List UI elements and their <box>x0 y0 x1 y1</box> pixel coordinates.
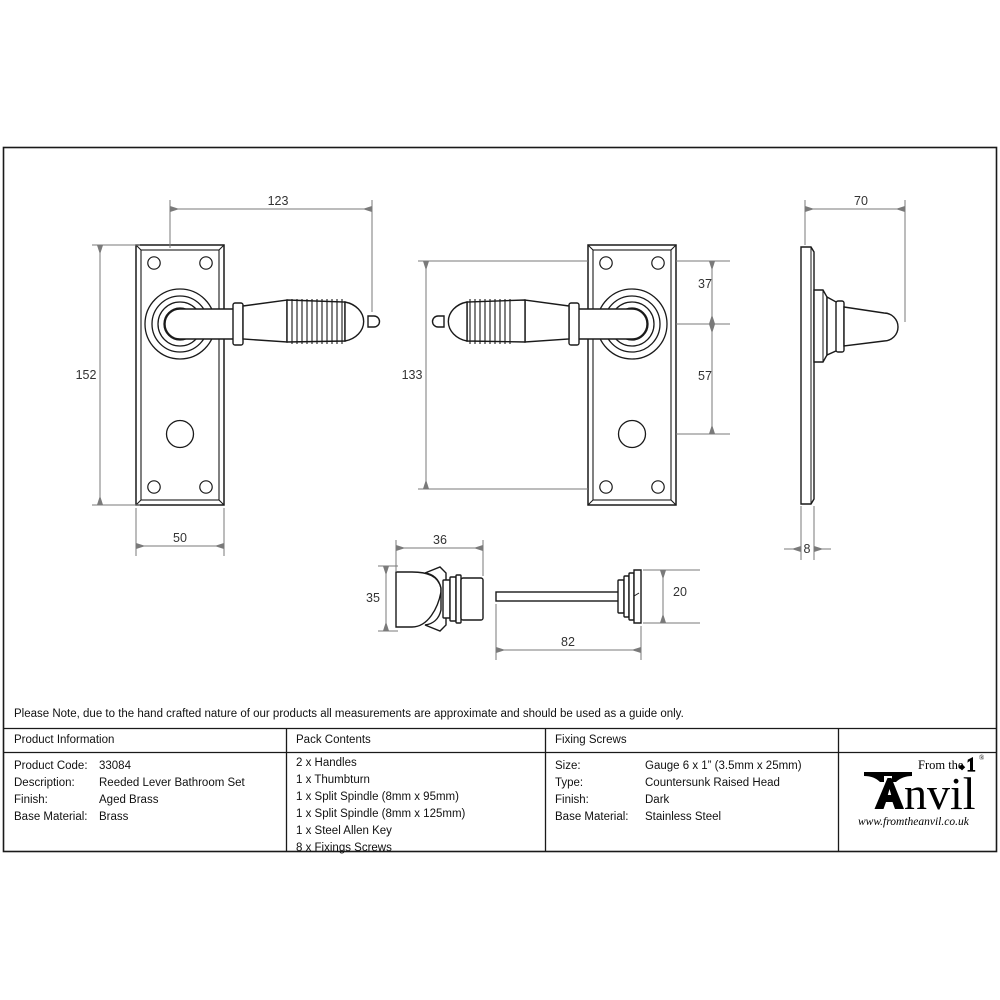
screw-base-material-value: Stainless Steel <box>645 811 722 823</box>
description-label: Description: <box>14 777 75 789</box>
pack-item: 1 x Split Spindle (8mm x 95mm) <box>296 791 459 803</box>
base-material-value: Brass <box>99 811 129 823</box>
release-hole <box>617 419 647 449</box>
finish-label: Finish: <box>14 794 48 806</box>
dimension-label-50: 50 <box>173 531 187 545</box>
dimension-plate-width <box>135 508 225 556</box>
logo-registered-mark: ® <box>979 754 985 762</box>
fixing-screws-header: Fixing Screws <box>555 734 627 746</box>
dimension-label-82: 82 <box>561 635 575 649</box>
product-code-label: Product Code: <box>14 760 88 772</box>
pack-item: 8 x Fixings Screws <box>296 842 392 854</box>
dimension-label-8: 8 <box>804 542 811 556</box>
dimension-backplate-height <box>418 260 588 490</box>
fixing-hole <box>599 256 665 494</box>
pack-contents-header: Pack Contents <box>296 734 371 746</box>
thumbturn-side-view <box>395 566 484 632</box>
pack-item: 1 x Thumbturn <box>296 774 370 786</box>
logo-from-the-text: From the <box>918 758 964 772</box>
screw-type-value: Countersunk Raised Head <box>645 777 780 789</box>
product-information-header: Product Information <box>14 734 115 746</box>
dimension-side-projection <box>804 200 906 322</box>
logo-anvil-text: nvil <box>904 768 976 819</box>
dimension-label-57: 57 <box>698 369 712 383</box>
pack-item: 2 x Handles <box>296 757 357 769</box>
dimension-thumbturn-height <box>378 565 398 632</box>
handle-side-view <box>800 246 899 505</box>
description-value: Reeded Lever Bathroom Set <box>99 777 245 789</box>
dimension-thumbturn-width <box>395 540 484 576</box>
screw-type-label: Type: <box>555 777 584 789</box>
dimension-label-35: 35 <box>366 591 380 605</box>
handle-front-view-left <box>135 244 381 506</box>
dimension-lever-projection <box>169 200 373 312</box>
dimension-label-152: 152 <box>76 368 97 382</box>
logo-artwork: From the ® nvil www.fromtheanvil.co.uk <box>858 754 985 828</box>
pack-item: 1 x Steel Allen Key <box>296 825 392 837</box>
screw-base-material-label: Base Material: <box>555 811 629 823</box>
handle-front-view-right <box>431 244 677 506</box>
lever-arm <box>431 299 648 346</box>
screw-finish-label: Finish: <box>555 794 589 806</box>
logo-diamond-icon <box>958 764 966 771</box>
dimension-label-123: 123 <box>268 194 289 208</box>
dimension-plate-height <box>92 244 140 506</box>
screw-finish-value: Dark <box>645 794 670 806</box>
dimension-label-133: 133 <box>402 368 423 382</box>
logo-url-text: www.fromtheanvil.co.uk <box>858 816 970 828</box>
screw-size-label: Size: <box>555 760 581 772</box>
sheet-frame <box>2 146 998 853</box>
screw-size-value: Gauge 6 x 1” (3.5mm x 25mm) <box>645 760 802 772</box>
info-table-grid <box>3 727 997 852</box>
from-the-anvil-logo: From the ® nvil www.fromtheanvil.co.uk <box>846 745 986 835</box>
dimension-label-70: 70 <box>854 194 868 208</box>
dimension-spindle-head-height <box>643 569 700 624</box>
dimension-spindle-length <box>495 604 642 660</box>
dimension-label-20: 20 <box>673 585 687 599</box>
dimension-plate-thickness <box>784 506 831 560</box>
finish-value: Aged Brass <box>99 794 159 806</box>
dimension-label-37: 37 <box>698 277 712 291</box>
measurement-note: Please Note, due to the hand crafted nat… <box>14 708 684 720</box>
dimension-lever-centre-to-release <box>676 324 730 435</box>
dimension-label-36: 36 <box>433 533 447 547</box>
anvil-icon <box>864 772 912 809</box>
lever-arm <box>164 299 381 346</box>
base-material-label: Base Material: <box>14 811 88 823</box>
dimension-lever-centre-from-top <box>676 260 730 325</box>
release-hole <box>165 419 195 449</box>
logo-numeral-one-icon <box>967 757 976 772</box>
product-code-value: 33084 <box>99 760 131 772</box>
spindle-side-view <box>495 569 642 624</box>
fixing-hole <box>147 256 213 494</box>
pack-item: 1 x Split Spindle (8mm x 125mm) <box>296 808 466 820</box>
